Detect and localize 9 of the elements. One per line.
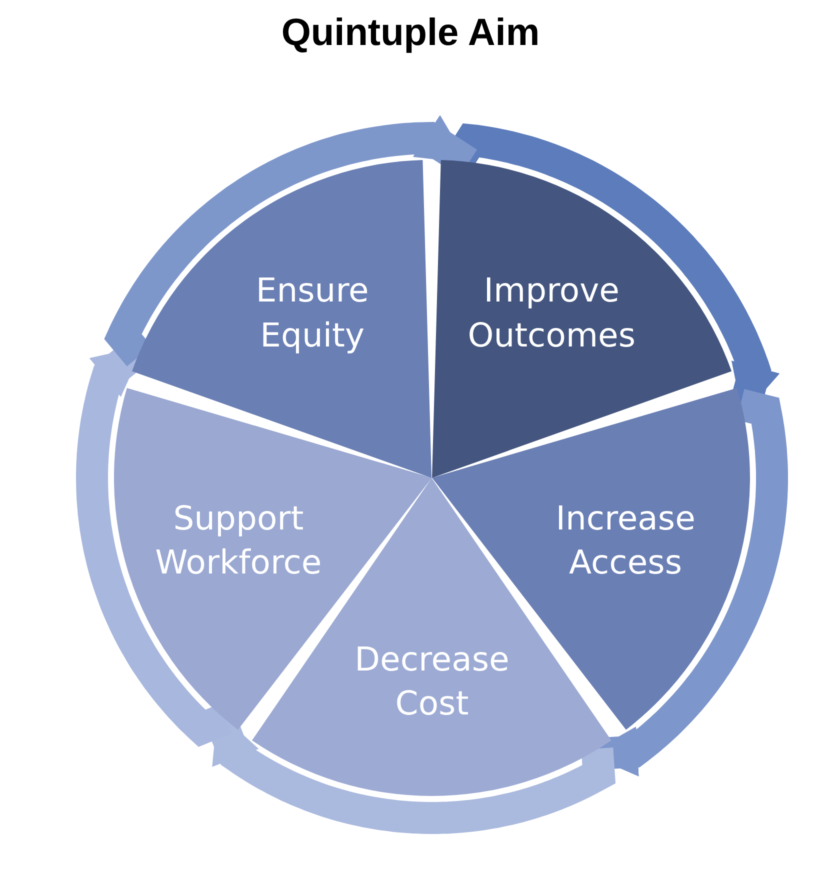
cycle-arrow [104,114,478,366]
title: Quintuple Aim [281,12,540,54]
segment-label: Support Workforce [154,497,323,584]
pie-segment [132,160,432,478]
segment-label: Ensure Equity [254,270,370,356]
segment-label: Improve Outcomes [466,270,637,356]
segment-label: Decrease Cost [354,638,510,725]
pie-segment [432,160,732,478]
segment-label: Increase Access [554,497,696,584]
